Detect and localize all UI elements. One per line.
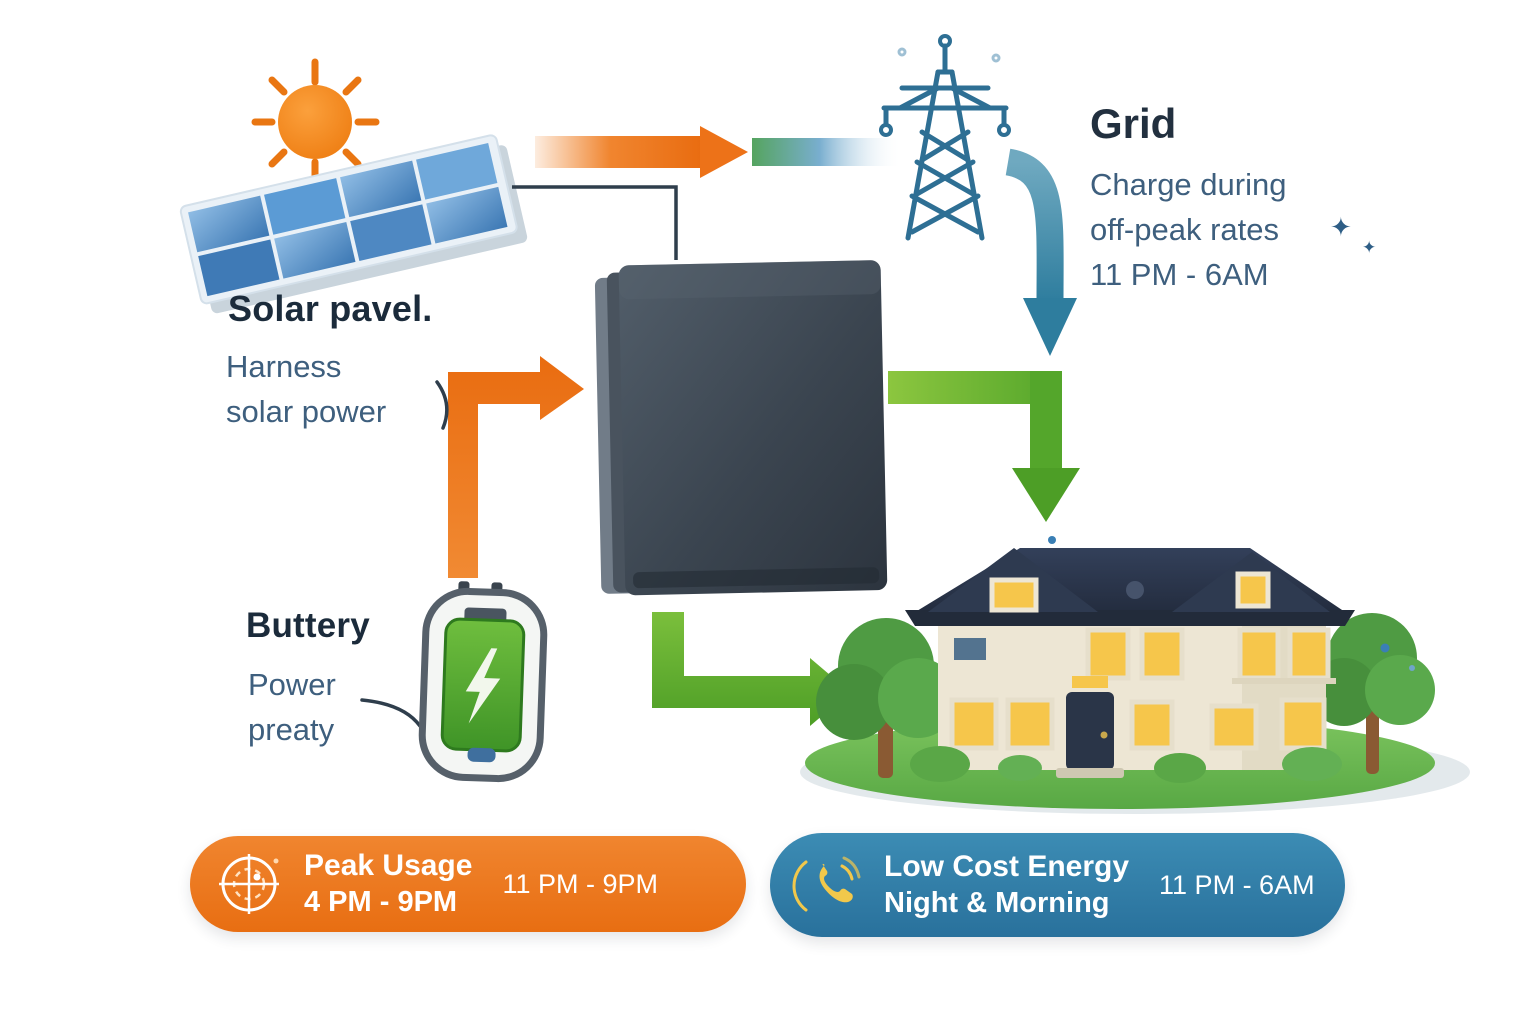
solar-to-grid-arrow [535,126,902,178]
grid-title: Grid [1090,100,1177,147]
solar-caption-line1: Harness [226,349,342,384]
solar-caption-line2: solar power [226,394,387,429]
peak-usage-badge: Peak Usage 4 PM - 9PM 11 PM - 9PM [190,836,746,932]
peak-usage-title: Peak Usage [304,849,473,882]
battery-to-box-arrow [448,356,584,578]
grid-to-house-arrow [1004,148,1077,356]
solar-panel-title: Solar pavel. [228,288,433,329]
solar-panel-illustration [179,134,528,314]
transmission-tower-illustration [879,34,1011,241]
phone-call-icon [792,848,866,922]
sparkle-icon-small: ✦ [1362,238,1377,257]
battery-illustration [418,581,548,783]
box-to-house-arrow-lower [652,612,850,726]
grid-caption-line1: Charge during [1090,167,1287,202]
box-to-house-arrow-right [888,371,1080,522]
grid-caption-line3: 11 PM - 6AM [1090,257,1269,292]
grid-caption-line2: off-peak rates [1090,212,1279,247]
battery-text-connector-curve [360,698,422,728]
low-cost-energy-badge: Low Cost Energy Night & Morning 11 PM - … [770,833,1345,937]
low-cost-time: 11 PM - 6AM [1159,869,1315,900]
battery-caption-line2: preaty [248,712,335,747]
solar-panel-caption: Harness solar power [226,344,386,434]
house-illustration [800,536,1470,814]
sparkle-icon: ✦ [1330,212,1352,242]
home-battery-box-illustration [594,260,888,596]
panel-to-box-connector-line [512,185,678,260]
battery-caption: Power preaty [248,662,336,752]
solar-text-connector-curve [435,380,449,430]
peak-usage-time: 11 PM - 9PM [502,868,658,899]
battery-title: Buttery [246,606,370,645]
radar-target-icon [212,847,286,921]
peak-usage-subtitle: 4 PM - 9PM [304,886,458,918]
sun-icon [251,58,380,186]
low-cost-title: Low Cost Energy [884,850,1130,883]
battery-caption-line1: Power [248,667,336,702]
grid-caption: Charge during off-peak rates 11 PM - 6AM [1090,162,1286,297]
low-cost-subtitle: Night & Morning [884,887,1110,919]
